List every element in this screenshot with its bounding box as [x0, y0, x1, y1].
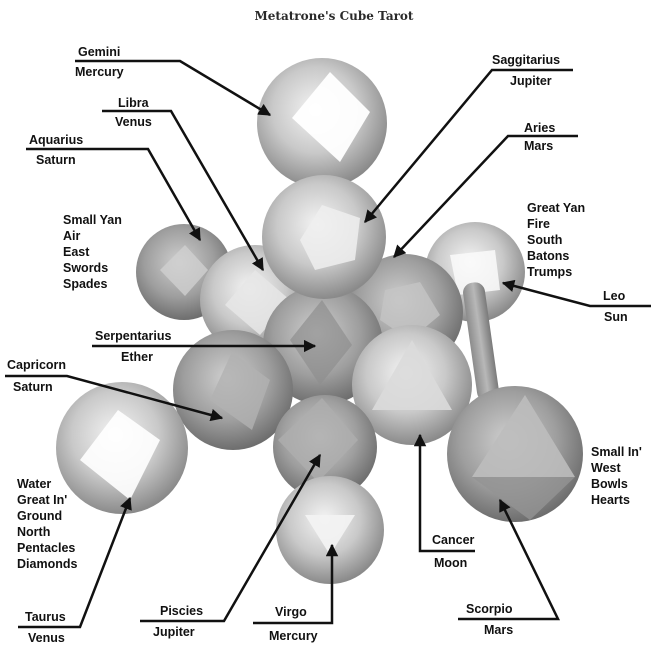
label-saggitarius-planet: Jupiter: [510, 74, 552, 88]
group-small-in-line: Small In': [591, 445, 642, 459]
group-small-yan-line: Spades: [63, 277, 108, 291]
group-great-yan-line: Batons: [527, 249, 570, 263]
label-aquarius-sign: Aquarius: [29, 133, 84, 147]
group-great-yan-line: South: [527, 233, 563, 247]
sphere-cancer: [352, 325, 472, 445]
group-small-in-line: Bowls: [591, 477, 628, 491]
label-piscies-planet: Jupiter: [153, 625, 195, 639]
sphere-saggitarius: [262, 175, 386, 299]
group-small-yan-line: Swords: [63, 261, 109, 275]
group-great-in-line: Ground: [17, 509, 63, 523]
group-small-yan-line: Small Yan: [63, 213, 122, 227]
label-leo-planet: Sun: [604, 310, 628, 324]
leader-aries: [393, 134, 578, 258]
sphere-capricorn: [173, 330, 293, 450]
group-great-yan: Great Yan Fire South Batons Trumps: [527, 200, 585, 280]
leader-taurus: [18, 496, 132, 629]
leader-piscies: [140, 453, 322, 623]
group-great-in-line: Great In': [17, 493, 68, 507]
leader-gemini: [75, 59, 272, 117]
leader-aquarius: [26, 147, 202, 242]
label-virgo-sign: Virgo: [275, 605, 307, 619]
group-small-in-line: Hearts: [591, 493, 630, 507]
sphere-gemini: [257, 58, 387, 188]
group-small-yan: Small Yan Air East Swords Spades: [63, 212, 122, 292]
group-small-yan-line: East: [63, 245, 90, 259]
sphere-taurus: [56, 382, 188, 514]
label-libra-sign: Libra: [118, 96, 149, 110]
label-capricorn-sign: Capricorn: [7, 358, 67, 372]
label-serpentarius-sign: Serpentarius: [95, 329, 172, 343]
label-virgo-planet: Mercury: [269, 629, 318, 643]
label-serpentarius-planet: Ether: [121, 350, 153, 364]
label-scorpio-sign: Scorpio: [466, 602, 513, 616]
label-taurus-planet: Venus: [28, 631, 65, 645]
label-aries-sign: Aries: [524, 121, 556, 135]
group-great-in-line: North: [17, 525, 51, 539]
group-small-in-line: West: [591, 461, 621, 475]
leader-capricorn: [5, 374, 224, 422]
label-leo-sign: Leo: [603, 289, 626, 303]
group-great-in-line: Water: [17, 477, 52, 491]
leader-cancer: [413, 433, 475, 553]
label-cancer-sign: Cancer: [432, 533, 475, 547]
group-great-in-line: Pentacles: [17, 541, 76, 555]
label-aquarius-planet: Saturn: [36, 153, 76, 167]
group-great-in-line: Diamonds: [17, 557, 78, 571]
leader-virgo: [253, 543, 339, 625]
group-small-yan-line: Air: [63, 229, 81, 243]
sphere-scorpio: [447, 386, 583, 522]
label-aries-planet: Mars: [524, 139, 554, 153]
label-scorpio-planet: Mars: [484, 623, 514, 637]
sphere-virgo: [276, 476, 384, 584]
group-great-in: Water Great In' Ground North Pentacles D…: [17, 476, 77, 572]
rod-connector: [463, 282, 499, 402]
group-great-yan-line: Trumps: [527, 265, 573, 279]
group-small-in: Small In' West Bowls Hearts: [591, 444, 642, 508]
leader-libra: [102, 109, 265, 272]
diagram-title: Metatrone's Cube Tarot: [254, 9, 414, 23]
label-gemini-planet: Mercury: [75, 65, 124, 79]
group-great-yan-line: Great Yan: [527, 201, 586, 215]
leader-leo: [501, 279, 651, 308]
sphere-piscies: [273, 395, 377, 499]
label-capricorn-planet: Saturn: [13, 380, 53, 394]
leader-scorpio: [458, 498, 560, 621]
leader-saggitarius: [364, 68, 573, 223]
label-piscies-sign: Piscies: [160, 604, 204, 618]
group-great-yan-line: Fire: [527, 217, 550, 231]
label-saggitarius-sign: Saggitarius: [492, 53, 561, 67]
label-gemini-sign: Gemini: [78, 45, 121, 59]
label-cancer-planet: Moon: [434, 556, 468, 570]
label-libra-planet: Venus: [115, 115, 152, 129]
label-taurus-sign: Taurus: [25, 610, 66, 624]
